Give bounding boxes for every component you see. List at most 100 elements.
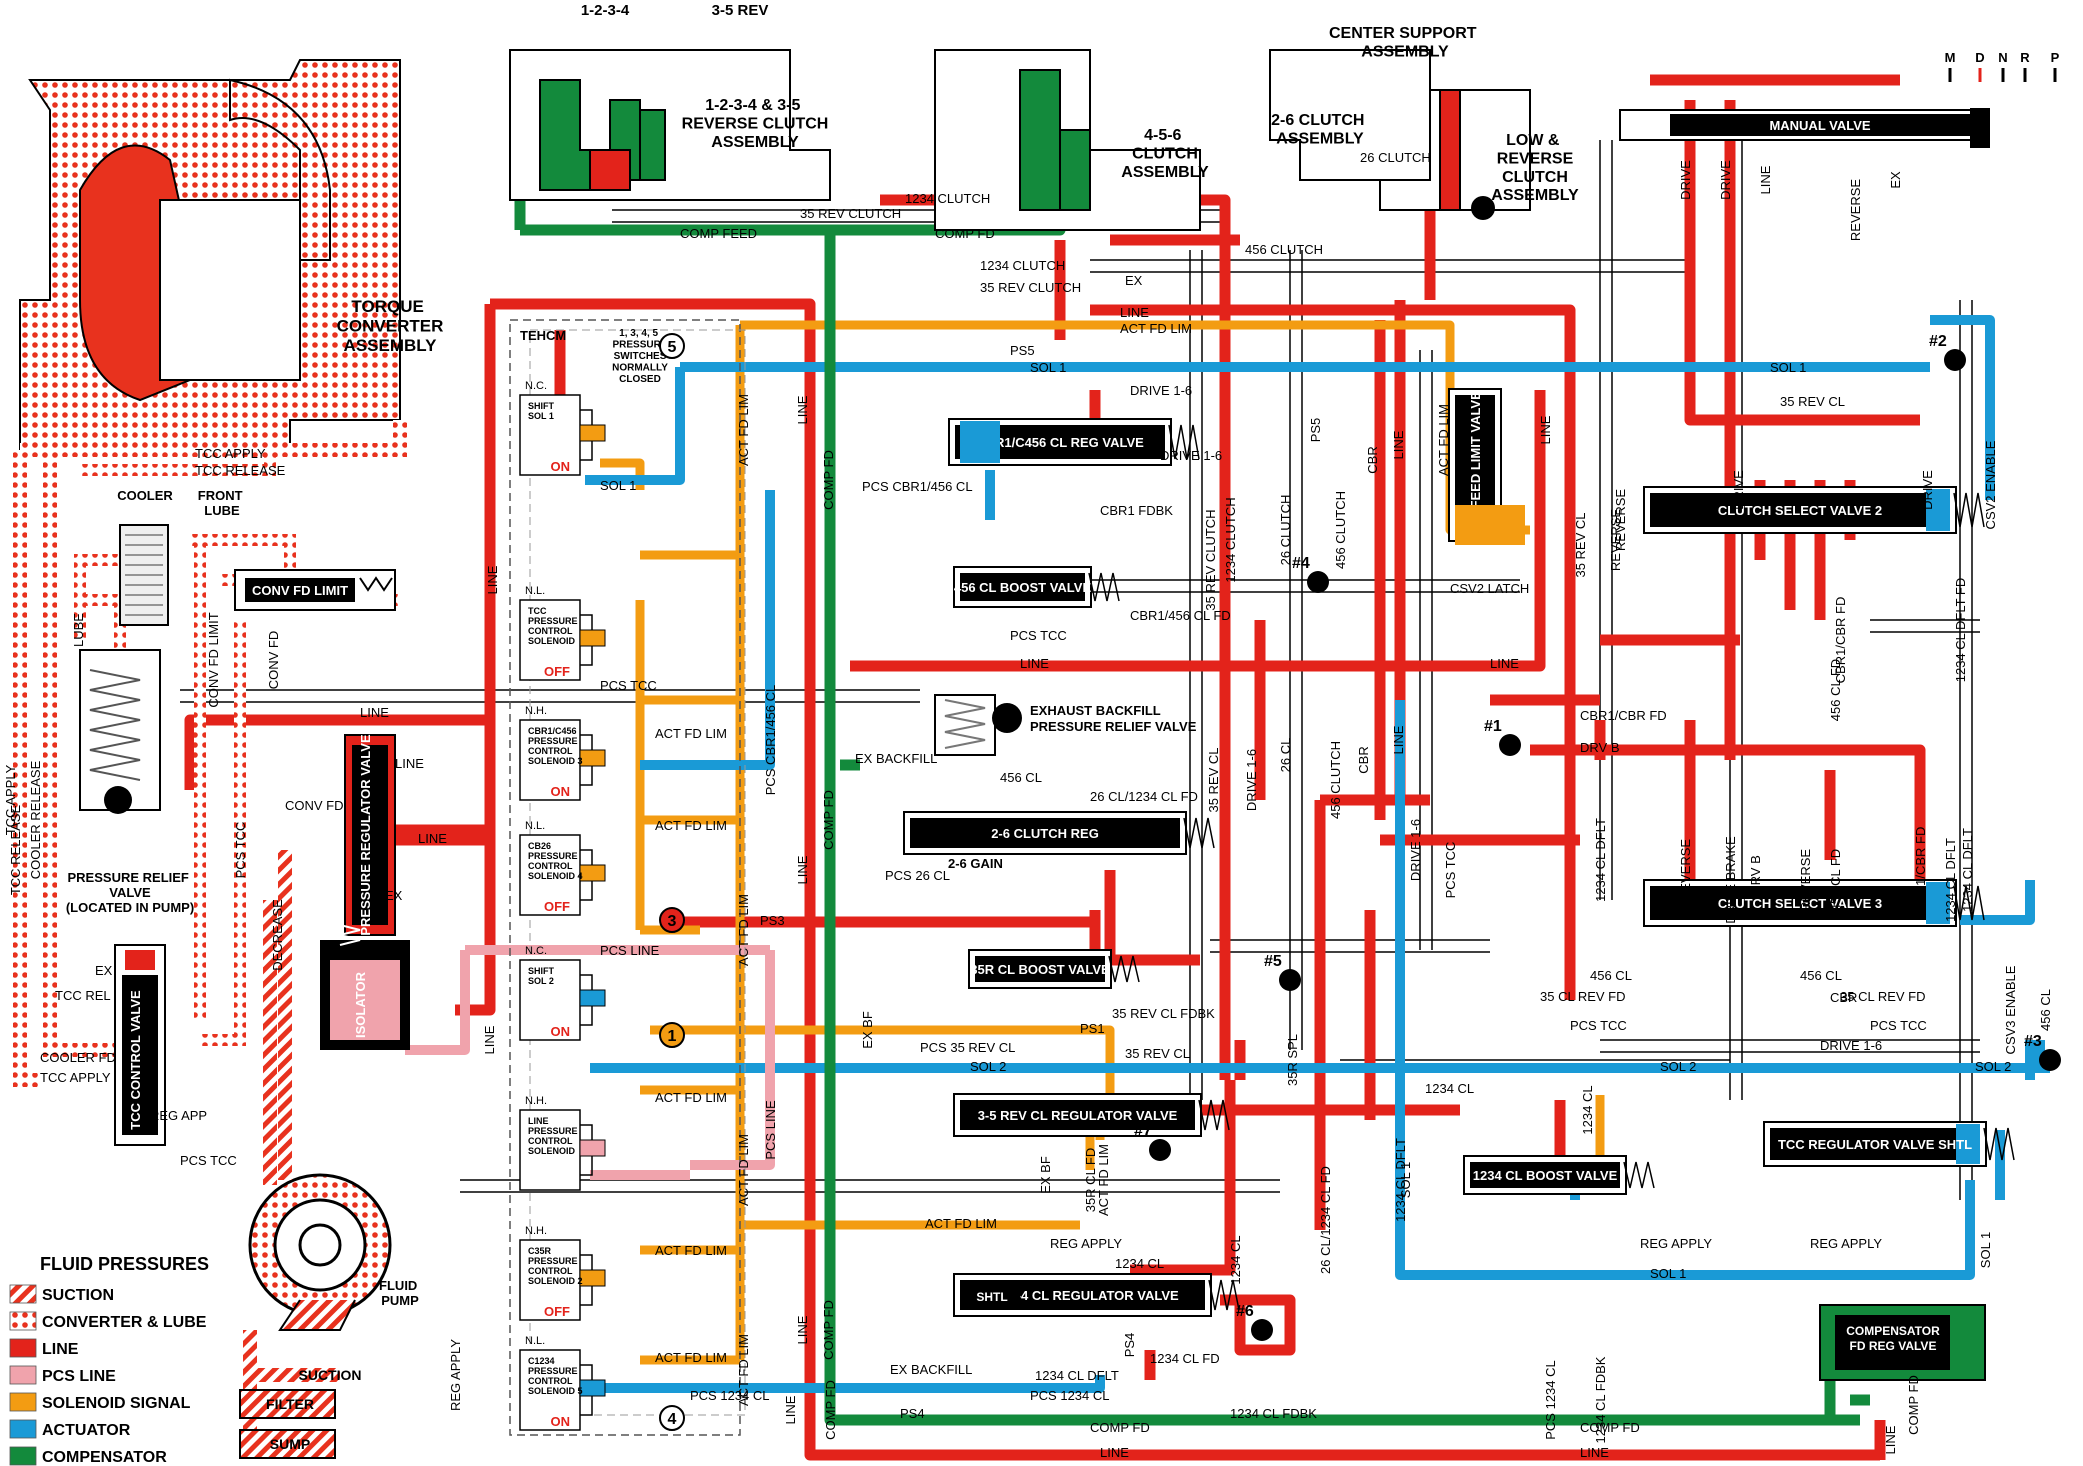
passage-label-tcc-rel: TCC REL <box>55 988 111 1003</box>
check-ball-label: #1 <box>1484 718 1502 735</box>
solenoid-outlet <box>579 424 606 442</box>
passage-label-csv3-enable: CSV3 ENABLE <box>2003 965 2018 1054</box>
pressure-switches-label-line: CLOSED <box>619 374 661 385</box>
clutch-26-label: 2-6 CLUTCH <box>1271 112 1364 129</box>
passage-label-ps5: PS5 <box>1308 418 1323 443</box>
boost-1234-valve: 1234 CL BOOST VALVE <box>1463 1155 1655 1195</box>
reg-1234-valve: 1-2-3-4 CL REGULATOR VALVE <box>953 1273 1240 1317</box>
pressure-relief-label: PRESSURE RELIEF <box>68 870 189 885</box>
solenoid-status: ON <box>551 459 571 474</box>
passage-label-cl-456-fd: 456 CL FD <box>1828 849 1843 911</box>
passage-label-comp-fd: COMP FD <box>1580 1420 1640 1435</box>
passage-label-pcs-26-cl: PCS 26 CL <box>885 868 950 883</box>
passage-label-pcs-1234-cl: PCS 1234 CL <box>690 1388 770 1403</box>
passage-label-tcc-apply: TCC APPLY <box>3 764 18 835</box>
passage-label-cooler-fd: COOLER FD <box>40 1050 116 1065</box>
passage-label-ex: EX <box>95 963 113 978</box>
passage-label-cbr1-456-fd: CBR1/456 CL FD <box>1130 608 1231 623</box>
fluid-pump-label-line: PUMP <box>381 1293 419 1308</box>
passage-label-c35-rev-clutch: 35 REV CLUTCH <box>980 280 1081 295</box>
passage-label-c1234-clutch: 1234 CLUTCH <box>905 191 990 206</box>
cbr1-c456-reg-valve-spring <box>1168 424 1200 460</box>
passage-label-comp-fd: COMP FD <box>823 1380 838 1440</box>
shtl-label: SHTL <box>976 1290 1007 1304</box>
passage-label-pcs-tcc: PCS TCC <box>180 1153 237 1168</box>
passage-label-rev-35-cl: 35 REV CL <box>1206 747 1221 812</box>
pressure-switch-number: 4 <box>668 1411 677 1428</box>
clutch-1234-top-label: 1-2-3-4 <box>581 2 630 19</box>
solenoid-status: OFF <box>544 1304 570 1319</box>
boost-35r-valve-label: 35R CL BOOST VALVE <box>970 962 1110 977</box>
passage-label-sol1: SOL 1 <box>1978 1232 1993 1268</box>
clutch-1234-35-label: 1-2-3-4 & 3-5 <box>705 97 800 114</box>
cooler: COOLER FRONT LUBE <box>117 488 246 626</box>
solenoid-outlet <box>579 989 606 1007</box>
passage-label-sol2: SOL 2 <box>1975 1059 2011 1074</box>
boost-35r-valve-spool <box>975 956 1105 982</box>
solenoid-body <box>519 599 581 681</box>
check-ball-2 <box>1944 349 1966 371</box>
svg-text:FRONT LUBE: FRONT LUBE <box>198 488 246 518</box>
solenoid-name-line: CONTROL <box>528 1376 573 1386</box>
passage-label-act-fd-lim: ACT FD LIM <box>736 1334 751 1406</box>
passage-label-cl-26-1234-fd: 26 CL/1234 CL FD <box>1318 1166 1333 1274</box>
solenoid-state: N.L. <box>525 1335 545 1347</box>
conv-fd-limit-label: CONV FD LIMIT <box>252 583 348 598</box>
passage-label-cbr1-cbr-fd: CBR1/CBR FD <box>1580 708 1667 723</box>
solenoid-name-line: CONTROL <box>528 1266 573 1276</box>
passage-label-sol1: SOL 1 <box>1030 360 1066 375</box>
solenoid-state: N.H. <box>525 1095 547 1107</box>
gain-26-label: 2-6 GAIN <box>948 856 1003 871</box>
solenoid-name-line: SOLENOID <box>528 636 576 646</box>
low-reverse-label-line: ASSEMBLY <box>1491 187 1579 204</box>
exhaust-backfill-spring <box>944 699 986 749</box>
pressure-switches-label-line: SWITCHES <box>614 351 667 362</box>
low-reverse-label-line: REVERSE <box>1497 150 1574 167</box>
compensator-valve-label-line: COMPENSATOR <box>1846 1324 1940 1338</box>
passage-label-comp-fd: COMP FD <box>1090 1420 1150 1435</box>
passage-label-pcs-tcc: PCS TCC <box>1443 842 1458 899</box>
passage-label-drive-16: DRIVE 1-6 <box>1820 1038 1882 1053</box>
solenoid-name-line: CONTROL <box>528 746 573 756</box>
center-support-label: CENTER SUPPORT <box>1329 25 1477 42</box>
legend-swatch-3 <box>9 1365 37 1385</box>
solenoid-name-line: SOLENOID <box>528 1146 576 1156</box>
tcc-regulator-valve: TCC REGULATOR VALVE SHTL <box>1763 1121 2015 1167</box>
solenoid-outlet <box>579 629 606 647</box>
solenoid-state: N.C. <box>525 380 547 392</box>
legend-swatch-2 <box>9 1338 37 1358</box>
solenoid-name-line: SOL 2 <box>528 976 554 986</box>
check-ball-6 <box>1251 1319 1273 1341</box>
solenoid-body <box>519 1109 581 1191</box>
passage-label-ex-backfill: EX BACKFILL <box>890 1362 972 1377</box>
pressure-switch-1 <box>659 1022 685 1048</box>
legend-item-label: PCS LINE <box>42 1368 116 1385</box>
pressure-switch-number: 5 <box>668 339 677 356</box>
sump-label: SUMP <box>270 1436 310 1452</box>
solenoid-state: N.H. <box>525 1225 547 1237</box>
solenoid-state: N.H. <box>525 705 547 717</box>
passage-label-comp-fd: COMP FD <box>821 790 836 850</box>
passage-label-comp-feed: COMP FEED <box>680 226 757 241</box>
solenoid-name-line: SOLENOID 5 <box>528 1386 583 1396</box>
passage-label-cl-1234-dflt: 1234 CL DFLT <box>1943 838 1958 922</box>
shift-position-m: M <box>1945 50 1956 65</box>
check-ball-label: #3 <box>2024 1033 2042 1050</box>
solenoid-name-line: SOLENOID 3 <box>528 756 583 766</box>
solenoid-state: N.L. <box>525 585 545 597</box>
passage-label-line: LINE <box>1391 430 1406 459</box>
passage-label-conv-fd: CONV FD <box>266 631 281 690</box>
passage-label-line: LINE <box>795 855 810 884</box>
passage-label-pcs-tcc: PCS TCC <box>1570 1018 1627 1033</box>
reg-35rev-valve-spool <box>960 1100 1195 1130</box>
clutch-select-valve-3-label: CLUTCH SELECT VALVE 3 <box>1718 896 1882 911</box>
boost-1234-valve-spring <box>1623 1161 1655 1189</box>
passage-label-cbr1-cbr-fd: CBR1/CBR FD <box>1913 827 1928 914</box>
